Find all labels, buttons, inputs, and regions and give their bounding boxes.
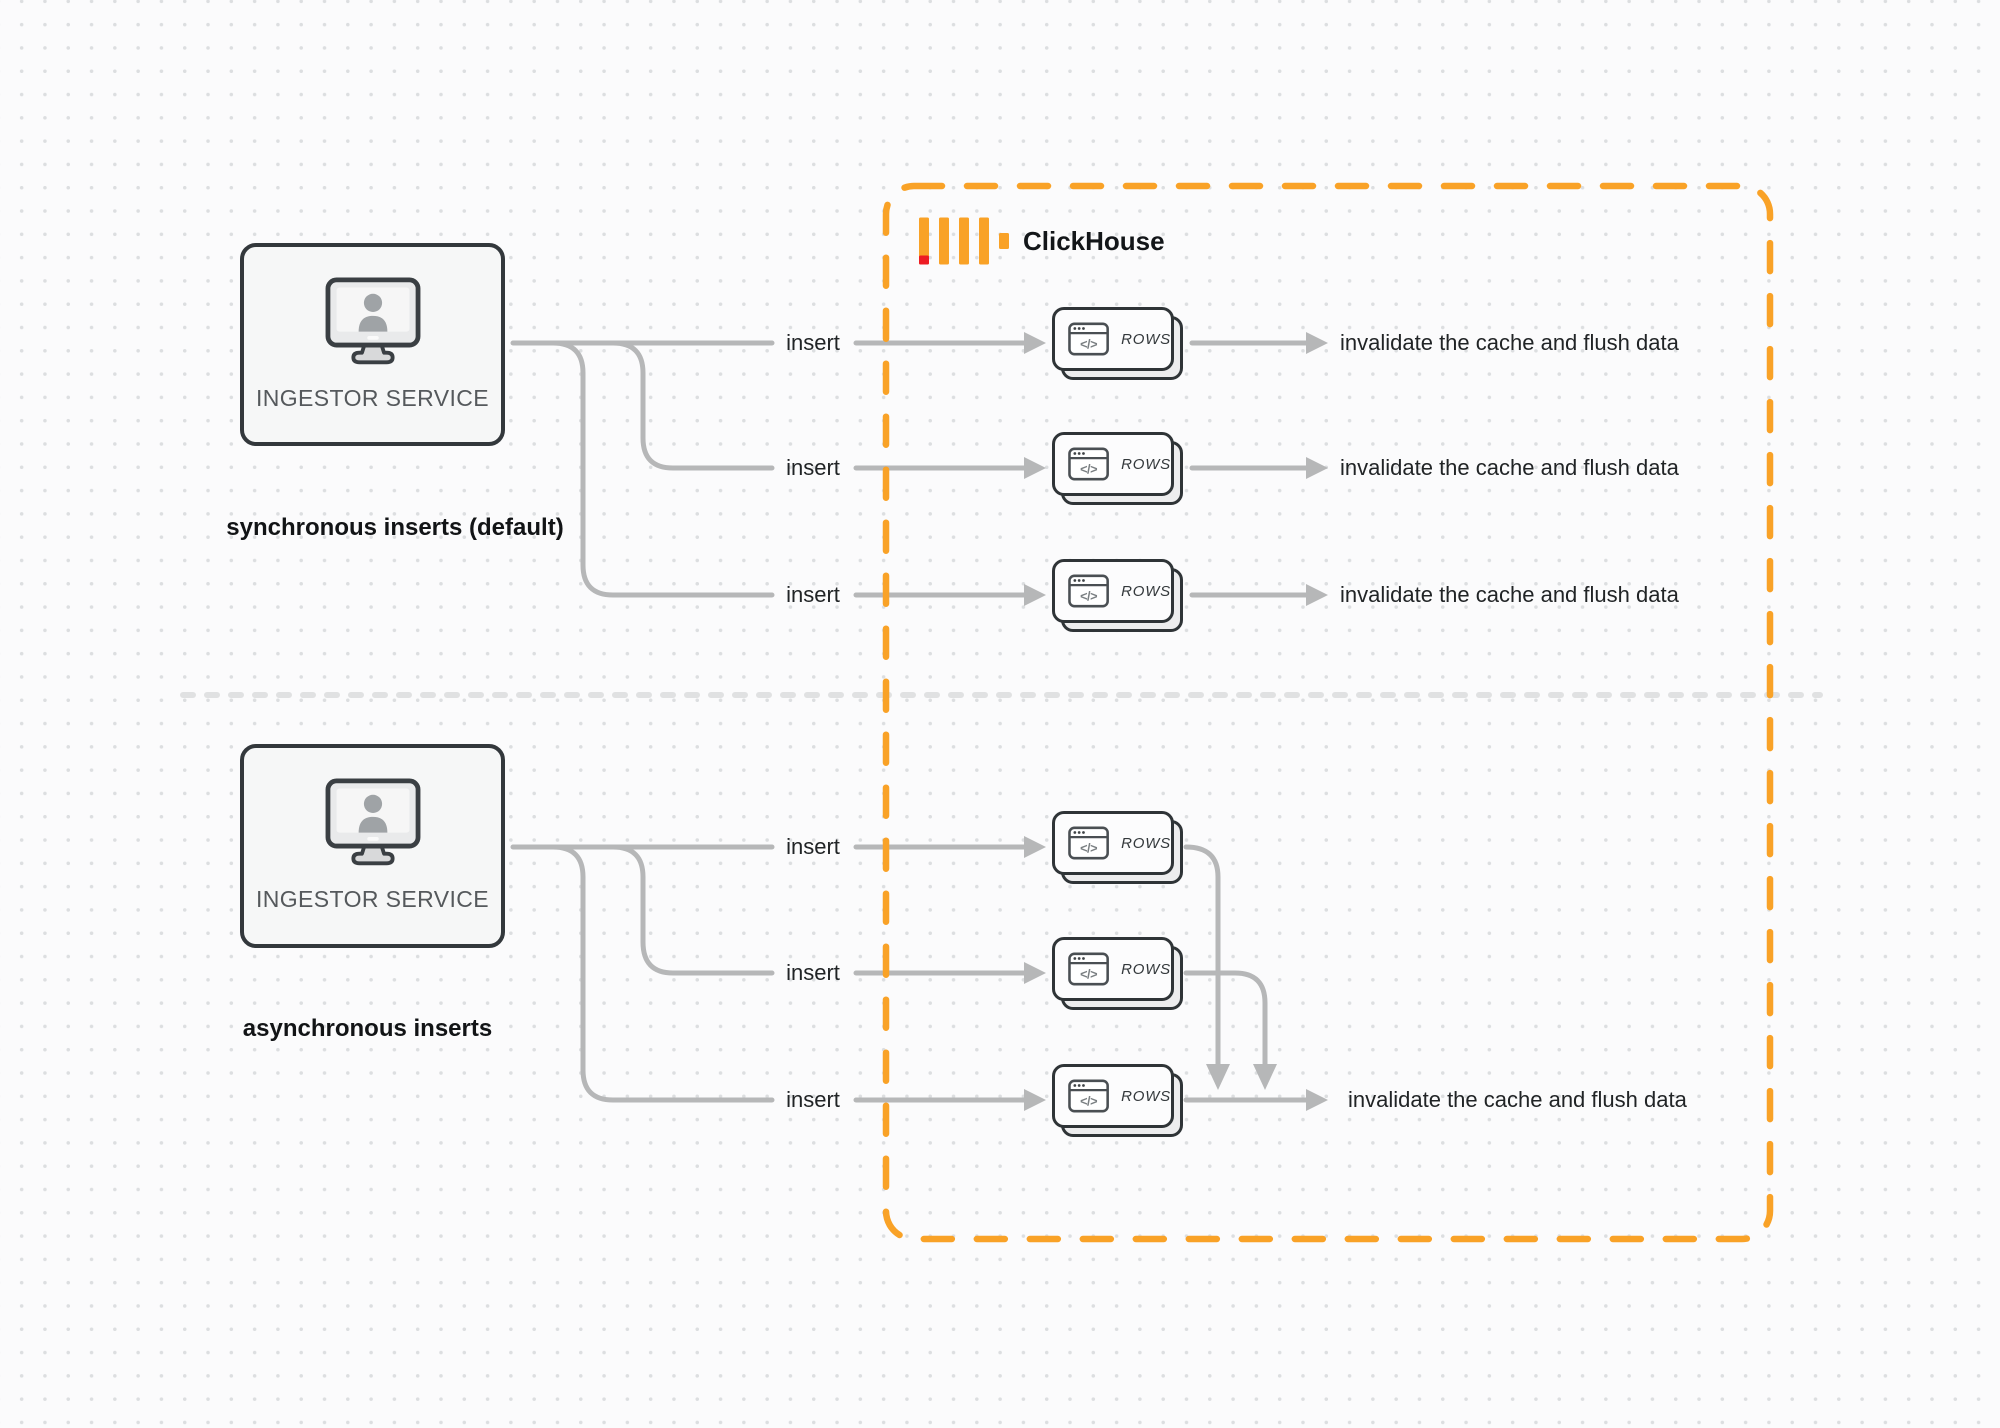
insert-label: insert (786, 455, 840, 480)
clickhouse-boundary (882, 182, 1774, 1243)
code-glyph: </> (1080, 588, 1097, 603)
rows-label: ROWS (1121, 1087, 1171, 1105)
monitor-user-icon (325, 778, 420, 866)
code-glyph: </> (1080, 1093, 1097, 1108)
result-label: invalidate the cache and flush data (1340, 330, 1679, 355)
clickhouse-bars-icon (919, 217, 1009, 265)
insert-label: insert (786, 834, 840, 859)
rows-label: ROWS (1121, 455, 1171, 473)
rows-label: ROWS (1121, 834, 1171, 852)
rows-card: </> ROWS (1052, 307, 1183, 380)
insert-label: insert (786, 1087, 840, 1112)
rows-label: ROWS (1121, 330, 1171, 348)
browser-window-icon: </> (1068, 447, 1109, 481)
rows-card-front: </> ROWS (1052, 432, 1174, 496)
result-label: invalidate the cache and flush data (1340, 582, 1679, 607)
rows-card-front: </> ROWS (1052, 811, 1174, 875)
code-glyph: </> (1080, 461, 1097, 476)
insert-label: insert (786, 582, 840, 607)
code-glyph: </> (1080, 966, 1097, 981)
insert-label: insert (786, 960, 840, 985)
browser-window-icon: </> (1068, 952, 1109, 986)
ingestor-service-box-sync: INGESTOR SERVICE (240, 243, 505, 446)
rows-label: ROWS (1121, 960, 1171, 978)
rows-label: ROWS (1121, 582, 1171, 600)
monitor-user-icon (325, 277, 420, 365)
insert-label: insert (786, 330, 840, 355)
rows-card: </> ROWS (1052, 811, 1183, 884)
merged-result-label: invalidate the cache and flush data (1348, 1087, 1687, 1112)
result-label: invalidate the cache and flush data (1340, 455, 1679, 480)
ingestor-service-box-async: INGESTOR SERVICE (240, 744, 505, 948)
ingestor-service-label: INGESTOR SERVICE (255, 886, 490, 912)
rows-card: </> ROWS (1052, 559, 1183, 632)
rows-card: </> ROWS (1052, 432, 1183, 505)
clickhouse-logo: ClickHouse (919, 215, 1165, 267)
rows-card-front: </> ROWS (1052, 559, 1174, 623)
rows-card-front: </> ROWS (1052, 1064, 1174, 1128)
caption-asynchronous: asynchronous inserts (242, 1015, 493, 1042)
clickhouse-label: ClickHouse (1023, 226, 1165, 256)
caption-synchronous: synchronous inserts (default) (226, 514, 564, 541)
rows-card-front: </> ROWS (1052, 937, 1174, 1001)
ingestor-service-label: INGESTOR SERVICE (255, 385, 490, 411)
code-glyph: </> (1080, 840, 1097, 855)
browser-window-icon: </> (1068, 574, 1109, 608)
browser-window-icon: </> (1068, 826, 1109, 860)
browser-window-icon: </> (1068, 1079, 1109, 1113)
browser-window-icon: </> (1068, 322, 1109, 356)
rows-card-front: </> ROWS (1052, 307, 1174, 371)
code-glyph: </> (1080, 336, 1097, 351)
rows-card: </> ROWS (1052, 1064, 1183, 1137)
rows-card: </> ROWS (1052, 937, 1183, 1010)
